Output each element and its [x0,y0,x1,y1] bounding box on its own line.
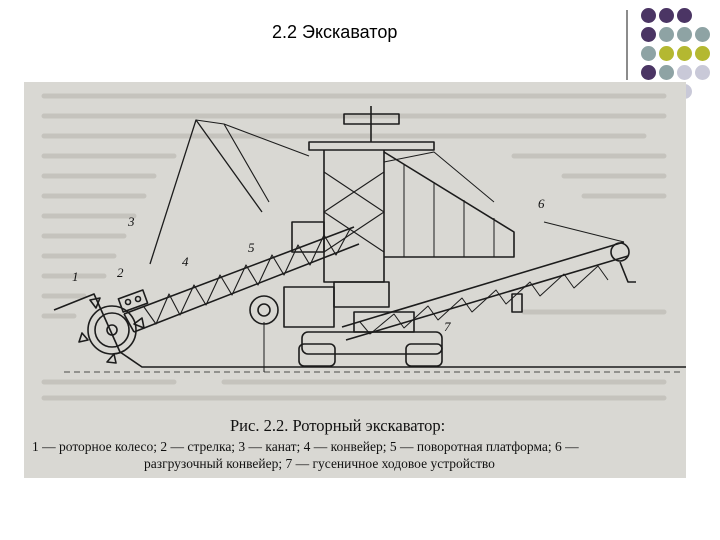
discharge-conveyor [341,221,636,341]
figure-label-5: 5 [248,240,255,255]
dot [659,27,674,42]
figure-label-2: 2 [117,265,124,280]
figure-label-6: 6 [538,196,545,211]
excavator-drawing [53,106,686,373]
scanned-figure: 1 2 3 4 5 6 7 Рис. 2.2. Роторный экскава… [24,82,686,478]
dot [677,27,692,42]
dot [695,27,710,42]
figure-caption-line-1: 1 — роторное колесо; 2 — стрелка; 3 — ка… [32,439,579,454]
boom-truss [117,226,360,333]
figure-label-4: 4 [182,254,189,269]
slide-title: 2.2 Экскаватор [272,22,398,42]
background-text-texture [41,93,667,401]
dot [677,65,692,80]
bucket-wheel [78,297,145,364]
dot [659,65,674,80]
figure-caption-line-2: разгрузочный конвейер; 7 — гусеничное хо… [144,456,495,471]
figure-label-7: 7 [444,319,451,334]
rotating-platform [249,106,515,328]
dot [695,65,710,80]
dot [677,8,692,23]
figure-label-1: 1 [72,269,79,284]
dot [641,46,656,61]
dot [677,46,692,61]
dot [641,8,656,23]
dot [641,27,656,42]
crawler-tracks [298,311,443,367]
figure-label-3: 3 [128,214,135,229]
dot [641,65,656,80]
dot [695,46,710,61]
dot [659,46,674,61]
dot [659,8,674,23]
title-divider [626,10,628,80]
figure-caption-title: Рис. 2.2. Роторный экскаватор: [230,416,446,435]
boom-cable [149,119,263,265]
